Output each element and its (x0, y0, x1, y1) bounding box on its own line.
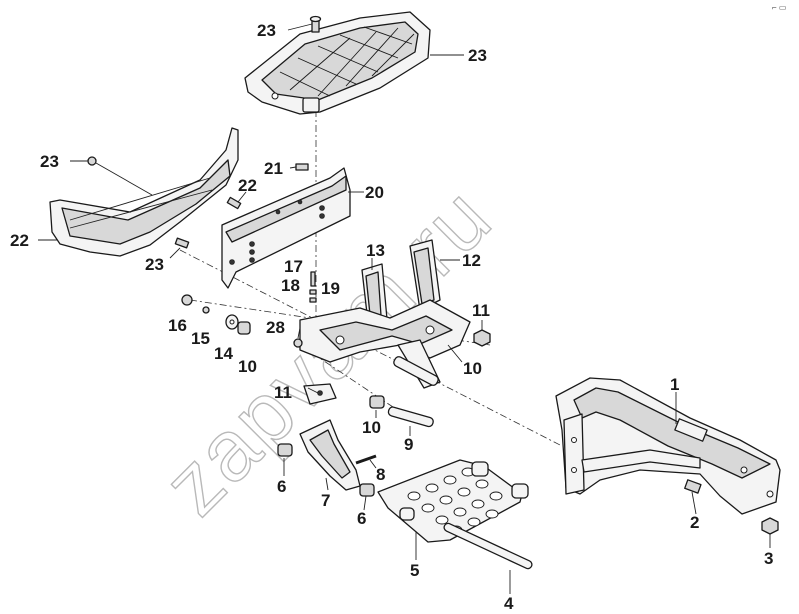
callout-10-upper: 10 (238, 357, 257, 376)
callout-25: 23 (40, 152, 59, 171)
callout-6-left: 6 (277, 477, 286, 496)
callout-23-bottom: 23 (145, 255, 164, 274)
part-4-long-pin (443, 522, 533, 570)
part-8-pin (355, 454, 377, 465)
part-9-pin (387, 406, 434, 428)
callout-18: 16 (168, 316, 187, 335)
part-11-bracket (303, 383, 337, 405)
callout-23-top: 21 (264, 159, 283, 178)
callout-4: 4 (504, 594, 514, 613)
callout-19: 17 (284, 257, 303, 276)
part-22-mount-plate (221, 167, 351, 289)
part-26-foot-tray (244, 11, 431, 115)
part-10-bushing-lower (369, 395, 385, 409)
corner-mark: ⌐ ▭ (772, 3, 786, 12)
callout-26: 23 (468, 46, 487, 65)
part-3-nut (761, 517, 779, 535)
callout-12: 10 (463, 359, 482, 378)
part-6-bushings (277, 443, 375, 497)
callout-9: 9 (404, 435, 413, 454)
callout-13: 11 (472, 301, 490, 320)
callout-2: 2 (690, 513, 699, 532)
callout-28: 28 (266, 318, 285, 337)
part-2-bolt (684, 479, 702, 494)
callout-22: 20 (365, 183, 384, 202)
callout-1: 1 (670, 375, 679, 394)
callout-8: 8 (376, 465, 385, 484)
callout-leaders (38, 23, 771, 594)
callout-17: 15 (191, 329, 210, 348)
part-27-screw (309, 15, 322, 33)
part-19-21-pins (309, 271, 317, 303)
callout-labels: 23 23 23 22 21 22 23 20 13 12 17 18 19 1… (10, 21, 773, 613)
part-23-bolts (174, 163, 309, 249)
callout-3: 3 (764, 549, 773, 568)
callout-6-right: 6 (357, 509, 366, 528)
callout-16: 14 (214, 344, 233, 363)
callout-20: 18 (281, 276, 300, 295)
part-1-main-frame (555, 377, 781, 515)
part-5-step-plate (377, 459, 529, 543)
callout-11: 11 (274, 383, 292, 402)
part-28-clip (293, 338, 303, 348)
part-12-15-14-hinge-assembly (299, 239, 471, 389)
part-13-nut (473, 329, 491, 347)
part-24-side-guard (49, 127, 239, 257)
callout-21: 19 (321, 279, 340, 298)
callout-10-lower: 10 (362, 418, 381, 437)
callout-27: 23 (257, 21, 276, 40)
part-25-screw (87, 156, 153, 196)
callout-24: 22 (10, 231, 29, 250)
part-7-folding-arm (299, 419, 361, 491)
callout-7: 7 (321, 491, 330, 510)
callout-5: 5 (410, 561, 419, 580)
part-16-18-washers (181, 294, 251, 335)
callout-14: 12 (462, 251, 481, 270)
callout-23-mid: 22 (238, 176, 257, 195)
callout-15: 13 (366, 241, 385, 260)
